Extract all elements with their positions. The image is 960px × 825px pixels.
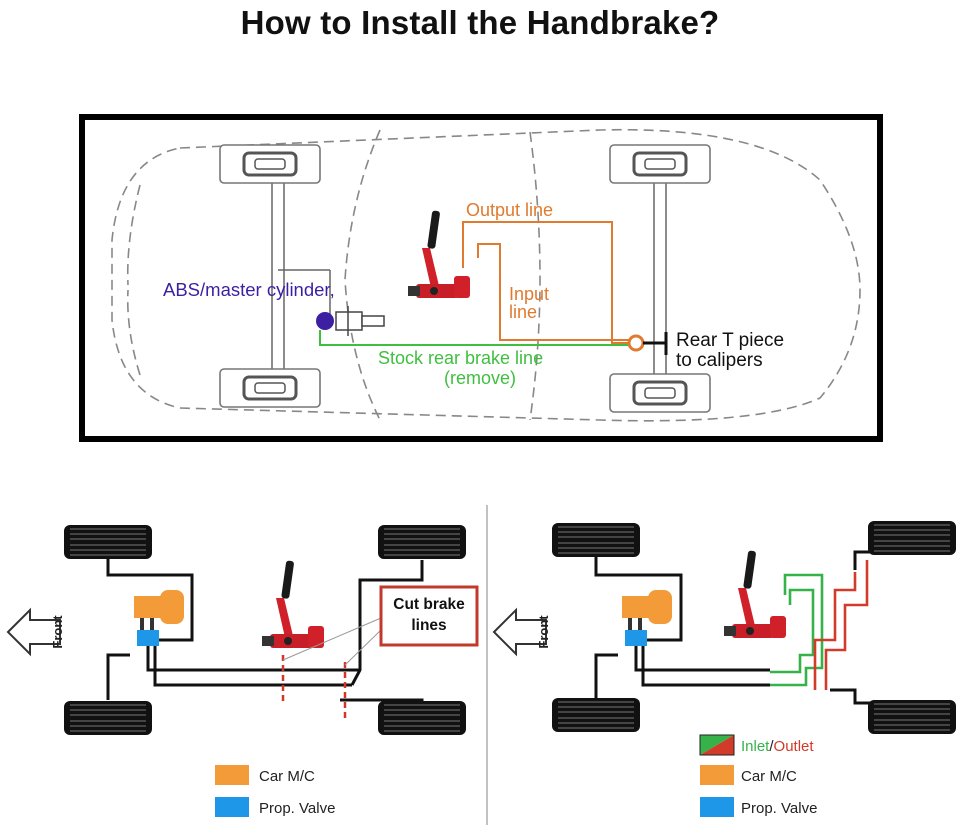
right-legend-inlet-outlet-label: Inlet/Outlet bbox=[741, 738, 814, 755]
left-front-tire-top bbox=[63, 524, 153, 560]
left-chassis-lines bbox=[106, 558, 424, 710]
left-prop-valve bbox=[137, 630, 159, 646]
left-legend-mc-swatch bbox=[215, 765, 249, 785]
abs-dot bbox=[316, 312, 334, 330]
input-line-label-1: Input bbox=[509, 284, 549, 304]
right-rear-tire-top bbox=[867, 520, 957, 556]
right-front-label: Front bbox=[536, 615, 551, 649]
right-rear-tire-bottom bbox=[867, 699, 957, 735]
left-handbrake bbox=[262, 560, 324, 648]
right-legend-valve-label: Prop. Valve bbox=[741, 800, 817, 817]
master-cylinder bbox=[335, 306, 385, 336]
top-diagram-frame bbox=[79, 114, 883, 442]
left-legend-valve-swatch bbox=[215, 797, 249, 817]
right-master-cylinder bbox=[622, 590, 672, 630]
right-legend-inlet-outlet-swatch bbox=[699, 734, 735, 756]
stock-line-label-2: (remove) bbox=[444, 368, 516, 388]
input-line-label-2: line bbox=[509, 302, 537, 322]
right-legend-mc-label: Car M/C bbox=[741, 768, 797, 785]
top-rear-right-wheel bbox=[608, 372, 712, 414]
rear-t-label-1: Rear T piece bbox=[676, 330, 784, 351]
left-front-tire-bottom bbox=[63, 700, 153, 736]
page-title: How to Install the Handbrake? bbox=[240, 4, 720, 41]
input-line bbox=[477, 243, 632, 341]
rear-t-label-2: to calipers bbox=[676, 350, 763, 371]
left-front-label: Front bbox=[50, 615, 65, 649]
legend-outlet-text: Outlet bbox=[774, 738, 815, 755]
right-legend-valve-swatch bbox=[700, 797, 734, 817]
right-brake-routing bbox=[770, 560, 869, 690]
top-front-right-wheel bbox=[218, 367, 322, 409]
t-piece bbox=[627, 334, 645, 352]
left-master-cylinder bbox=[134, 590, 184, 630]
stock-brake-line bbox=[319, 330, 632, 346]
top-rear-left-wheel bbox=[608, 143, 712, 185]
right-legend-mc-swatch bbox=[700, 765, 734, 785]
abs-label: ABS/master cylinder, bbox=[163, 279, 335, 300]
left-rear-tire-top bbox=[377, 524, 467, 560]
output-line-label: Output line bbox=[466, 200, 553, 220]
right-front-tire-bottom bbox=[551, 697, 641, 733]
legend-inlet-text: Inlet bbox=[741, 738, 770, 755]
right-handbrake bbox=[724, 550, 786, 638]
cut-label-1: Cut brake bbox=[393, 596, 465, 613]
stock-line-label-1: Stock rear brake line bbox=[378, 348, 543, 368]
top-front-left-wheel bbox=[218, 143, 322, 185]
cut-brake-lines-box bbox=[379, 585, 479, 647]
left-legend-mc-label: Car M/C bbox=[259, 768, 315, 785]
car-outline bbox=[111, 128, 861, 422]
cut-markers bbox=[281, 655, 347, 718]
cut-label-2: lines bbox=[411, 617, 446, 634]
right-prop-valve bbox=[625, 630, 647, 646]
left-rear-tire-bottom bbox=[377, 700, 467, 736]
output-line bbox=[462, 221, 632, 344]
right-chassis-lines bbox=[594, 550, 912, 705]
front-axle bbox=[271, 175, 331, 378]
right-front-tire-top bbox=[551, 522, 641, 558]
left-legend-valve-label: Prop. Valve bbox=[259, 800, 335, 817]
